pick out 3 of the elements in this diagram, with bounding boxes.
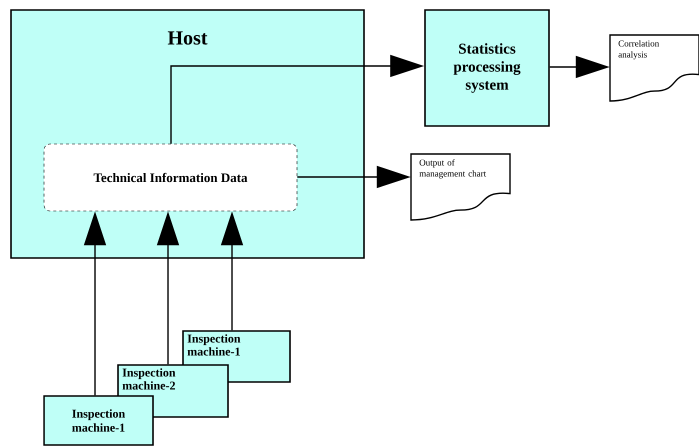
data-box: Technical Information Data	[44, 144, 298, 212]
machine-box: Inspection machine-1	[43, 395, 154, 446]
process-box: Statistics processing system	[424, 9, 550, 127]
